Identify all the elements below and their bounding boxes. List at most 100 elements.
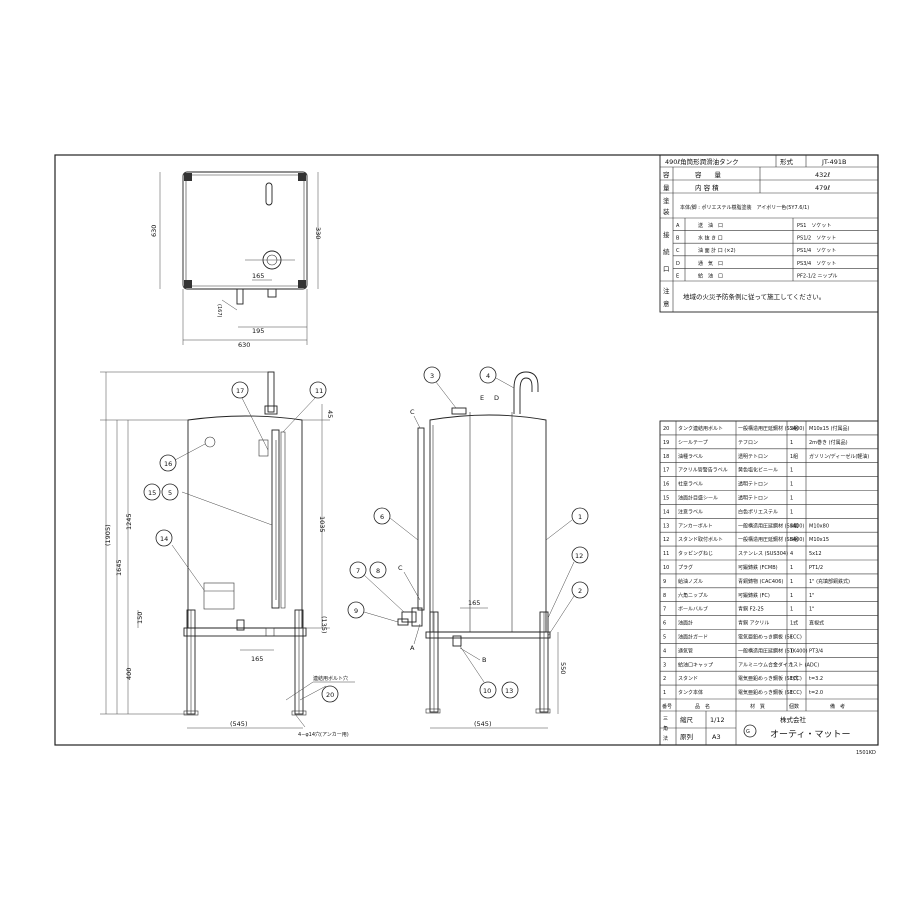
paint-side-label-1: 塗	[663, 196, 670, 205]
parts-row-material: テフロン	[738, 440, 758, 446]
side-conn-b: B	[482, 656, 486, 664]
parts-row-name: 給油ノズル	[678, 578, 703, 585]
parts-row-no: 7	[663, 607, 666, 613]
parts-row-name: 注意ラベル	[678, 508, 703, 515]
parts-row-name: 油種ラベル	[678, 453, 703, 460]
parts-row-material: 透明テトロン	[738, 453, 768, 460]
paint-spec: 本体/脚 : ポリエステル樹脂塗装 アイボリー色(5Y7.6/1)	[680, 204, 809, 211]
front-1905-dim: (1905)	[104, 524, 112, 546]
model-value: JT-491B	[821, 158, 847, 166]
front-400-dim: 400	[125, 668, 133, 680]
note-side-label-1: 注	[663, 286, 670, 295]
balloon-7: 7	[356, 567, 360, 575]
parts-row-qty: 1	[790, 440, 793, 446]
capacity-side-label-2: 量	[663, 184, 670, 192]
parts-row-name: ボールバルブ	[678, 606, 708, 613]
parts-row-material: 白色ポリエステル	[738, 508, 778, 515]
bolt-hole-note: 連結用ボルト穴	[313, 675, 348, 682]
connection-name: 通 気 口	[698, 260, 723, 267]
parts-row-qty: 2組	[790, 425, 798, 432]
parts-row-no: 17	[663, 468, 669, 474]
parts-row-qty: 1	[790, 662, 793, 668]
parts-row-name: アクリル管警告ラベル	[678, 467, 728, 474]
parts-row-note: 1" (充填部銅鉄式)	[809, 578, 850, 585]
corner-bracket	[184, 173, 192, 181]
internal-volume-value: 479ℓ	[815, 184, 830, 192]
parts-header-material: 材 質	[750, 703, 765, 710]
parts-row-qty: 1	[790, 482, 793, 488]
balloon-12: 12	[575, 552, 583, 560]
original-label: 原列	[680, 732, 693, 741]
parts-row-name: 六角ニップル	[678, 592, 708, 599]
parts-header-qty: 個数	[789, 703, 799, 710]
parts-row-note: 1"	[809, 593, 814, 599]
capacity-value: 432ℓ	[815, 171, 830, 179]
front-150-dim: 150	[136, 612, 144, 624]
parts-row-material: 一般構造用圧延鋼材 (SS400)	[738, 425, 804, 432]
parts-row-qty: 1	[790, 593, 793, 599]
parts-row-no: 10	[663, 565, 669, 571]
caution-label-plate	[203, 582, 235, 610]
parts-row-qty: 1	[790, 635, 793, 641]
parts-row-material: 透明テトロン	[738, 495, 768, 502]
company-emblem	[204, 436, 216, 448]
front-view: (1905) 1645 1245 150 400 45 1035 (135) 1…	[100, 371, 355, 738]
plan-195-dim: 195	[252, 327, 264, 335]
connection-name: 油 面 計 口 (×2)	[698, 247, 736, 254]
parts-row-material: 一般構造用圧延鋼材 (SS400)	[738, 522, 804, 529]
side-conn-e: E	[480, 394, 484, 402]
parts-row-qty: 1	[790, 648, 793, 654]
parts-row-qty: 4	[790, 551, 793, 557]
parts-row-qty: 1式	[790, 675, 798, 682]
parts-row-name: 油面計目盛シール	[678, 495, 718, 502]
projection-label-b: 角	[663, 725, 668, 732]
side-conn-d: D	[494, 394, 499, 402]
part-balloons: 17 11 16 15 5 14 20 3 4 6 7 8 9 10 13 1 …	[143, 366, 589, 703]
connection-key: D	[676, 261, 680, 267]
model-label: 形式	[780, 157, 794, 166]
parts-row-note: 5x12	[809, 551, 822, 557]
parts-row-material: 黄色塩化ビニール	[738, 467, 778, 474]
parts-row-material: 可鍛鋳鉄 (FC)	[738, 592, 770, 599]
parts-row-qty: 1	[790, 579, 793, 585]
plan-167-dim: (167)	[216, 304, 222, 317]
front-1645-dim: 1645	[115, 559, 123, 576]
parts-row-material: 電気亜鉛めっき鋼板 (SECC)	[738, 634, 802, 641]
balloon-20: 20	[326, 691, 334, 699]
front-1245-dim: 1245	[125, 513, 133, 530]
parts-row-no: 8	[663, 593, 666, 599]
parts-row-no: 12	[663, 537, 669, 543]
corner-bracket	[298, 173, 306, 181]
parts-row-name: 通気管	[678, 647, 693, 654]
parts-row-qty: 1	[790, 468, 793, 474]
parts-row-name: タッピングねじ	[678, 550, 713, 557]
parts-row-material: 電気亜鉛めっき鋼板 (SECC)	[738, 689, 802, 696]
tank-title: 490ℓ角筒形潤滑油タンク	[665, 157, 739, 166]
parts-row-no: 5	[663, 635, 666, 641]
balloon-17: 17	[236, 387, 244, 395]
parts-row-note: M10x15 (付属品)	[809, 425, 850, 432]
parts-row-qty: 1	[790, 509, 793, 515]
conn-side-label-2: 続	[663, 247, 670, 256]
parts-row-no: 9	[663, 579, 666, 585]
parts-row-name: スタンド取付ボルト	[678, 536, 723, 543]
balloon-15: 15	[148, 489, 156, 497]
front-45-dim: 45	[326, 410, 334, 418]
parts-row-no: 15	[663, 496, 669, 502]
parts-row-material: 可鍛鋳鉄 (FCMB)	[738, 564, 778, 571]
parts-row-qty: 1	[790, 496, 793, 502]
front-165-dim: 165	[251, 655, 263, 663]
side-view: 165 550 (545) A B C C D E	[397, 371, 567, 729]
parts-row-material: 青銅鋳物 (CAC406)	[738, 578, 783, 585]
parts-row-qty: 1	[790, 565, 793, 571]
parts-row-name: シールテープ	[678, 440, 708, 446]
note-side-label-2: 意	[663, 299, 670, 308]
plan-half-dim: 330	[314, 227, 322, 239]
plan-width-dim: 630	[238, 341, 250, 349]
parts-row-note: 2m巻き (付属品)	[809, 439, 848, 446]
parts-row-material: ステンレス (SUS304)	[738, 551, 788, 557]
parts-row-note: ガソリン/ディーゼル(軽油)	[809, 453, 869, 460]
gauge-scale	[280, 431, 286, 609]
connection-spec: PS3/4 ソケット	[797, 260, 836, 267]
